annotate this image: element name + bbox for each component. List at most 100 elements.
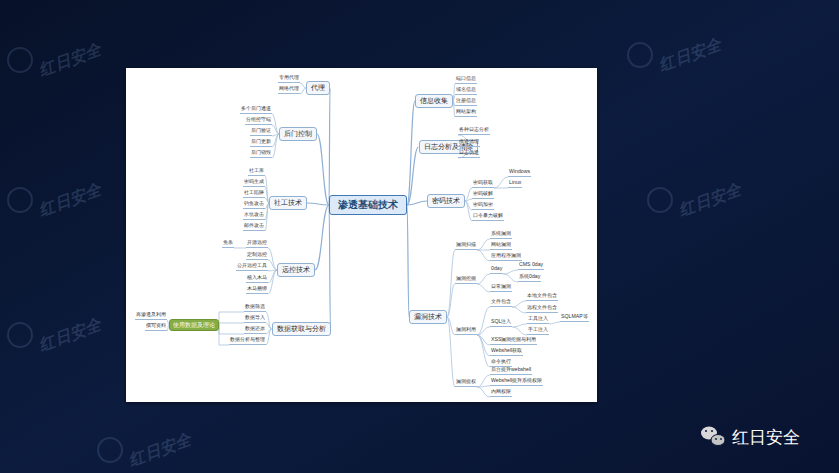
subtopic-text: 0day (490, 266, 503, 274)
topic-text: 数据筛选 (245, 304, 265, 310)
topic-text: 免杀 (223, 240, 233, 246)
branch-line (477, 239, 490, 250)
subtopic-text: 域名信息 (455, 87, 477, 95)
topic-text: 远程文件包含 (527, 305, 557, 311)
topic-text: 应用程序漏洞 (491, 253, 521, 259)
subtopic-text: 社工陷阱 (243, 190, 265, 198)
subtopic-text: 水坑攻击 (243, 212, 265, 220)
topic-text: 口令暴力破解 (473, 213, 503, 219)
branch-line (512, 301, 526, 307)
subtopic-text: 社工库 (248, 168, 265, 176)
branch-line (447, 284, 455, 317)
branch-line (477, 375, 490, 387)
subtopic-text: 数据还原 (244, 326, 266, 334)
subtopic-text: 各种日志分析 (458, 127, 490, 135)
topic-text: 定制远控 (247, 252, 267, 258)
subtopic-text: 系统0day (518, 274, 541, 282)
subtopic-text: 密码生成 (243, 179, 265, 187)
topic-text: 专用代理 (279, 75, 299, 81)
main-topic-box: 信息收集 (415, 94, 453, 107)
topic-text: 本地文件包含 (527, 293, 557, 299)
topic-text: Webshell获取 (491, 348, 522, 354)
topic-text: 数据分析与整理 (230, 337, 265, 343)
branch-line (272, 134, 279, 158)
topic-text: 文件包含 (491, 299, 511, 305)
subtopic-text: Webshell提升系统权限 (490, 378, 543, 386)
branch-line (477, 386, 490, 387)
branch-line (477, 250, 490, 261)
subtopic-text: 注册信息 (455, 98, 477, 106)
topic-text: 系统漏洞 (491, 231, 511, 237)
topic-text: 后台提升webshell (491, 367, 531, 373)
logo-circle (8, 48, 32, 72)
topic-text: 域名信息 (456, 87, 476, 93)
topic-text: 密码加密 (473, 202, 493, 208)
branch-line (272, 114, 279, 134)
subtopic-text: SQL注入 (490, 319, 512, 327)
bubble-eye (711, 430, 713, 432)
topic-text: 后门更新 (251, 139, 271, 145)
subtopic-text: 漏洞利用 (455, 327, 477, 335)
subtopic-text: 网站架构 (455, 109, 477, 117)
logo-circle (98, 438, 122, 462)
topic-text: Windows (509, 169, 530, 175)
subtopic-text: 远程文件包含 (526, 305, 558, 313)
topic-text: 代理 (311, 84, 325, 91)
branch-line (234, 247, 246, 248)
topic-text: 后门销毁 (251, 150, 271, 156)
watermark-text: 红日安全 (36, 40, 103, 82)
subtopic-text: 日志伪造 (458, 150, 480, 158)
branch-line (219, 323, 244, 325)
topic-text: 各种日志分析 (459, 127, 489, 133)
branch-line (512, 327, 527, 335)
subtopic-text: 定制远控 (246, 252, 268, 260)
wechat-icon (701, 427, 725, 446)
subtopic-text: 密码获取 (472, 180, 494, 188)
subtopic-text: Linux (508, 180, 522, 188)
subtopic-text: 后门销毁 (250, 150, 272, 158)
topic-text: 系统0day (519, 274, 540, 280)
topic-text: 日常漏洞 (491, 284, 511, 290)
subtopic-text: Webshell获取 (490, 348, 523, 356)
watermark-text: 红日安全 (36, 315, 103, 357)
topic-text: SQL注入 (491, 319, 511, 325)
slide-panel (126, 68, 597, 402)
subtopic-text: 木马捆绑 (246, 286, 268, 294)
branch-line (465, 188, 472, 201)
topic-text: 痕迹清理 (459, 139, 479, 145)
topic-text: 漏洞挖掘 (456, 276, 476, 282)
chat-bubble (711, 435, 725, 446)
subtopic-text: 后台提升webshell (490, 367, 532, 375)
subtopic-text: 分组控守端 (245, 117, 272, 125)
subtopic-text: XSS漏洞挖掘与利用 (490, 337, 537, 345)
topic-text: 社工陷阱 (244, 190, 264, 196)
branch-line (266, 329, 272, 345)
topic-text: 木马捆绑 (247, 286, 267, 292)
subtopic-text: 钓鱼攻击 (243, 201, 265, 209)
branch-line (477, 335, 490, 367)
main-topic-box: 代理 (306, 81, 330, 94)
subtopic-text: 撰写资料 (145, 323, 167, 331)
logo-circle (8, 323, 32, 347)
topic-text: 渗透基础技术 (338, 200, 398, 211)
main-topic-box: 数据获取与分析 (272, 322, 331, 335)
branch-line (477, 327, 490, 335)
subtopic-text: 系统漏洞 (490, 231, 512, 239)
topic-text: 工具注入 (528, 316, 548, 322)
subtopic-text: 手工注入 (527, 327, 549, 335)
topic-text: 开源远控 (247, 240, 267, 246)
main-topic-box: 密码技术 (427, 194, 465, 207)
logo-circle (8, 188, 32, 212)
subtopic-text: 命令执行 (490, 359, 512, 367)
topic-text: 钓鱼攻击 (244, 201, 264, 207)
topic-text: CMS 0day (519, 262, 543, 268)
watermark-text: 红日安全 (656, 35, 723, 77)
topic-text: 密码生成 (244, 179, 264, 185)
branch-line (477, 387, 490, 397)
branch-line (407, 147, 419, 205)
branch-line (477, 307, 490, 335)
topic-text: 网站架构 (456, 109, 476, 115)
